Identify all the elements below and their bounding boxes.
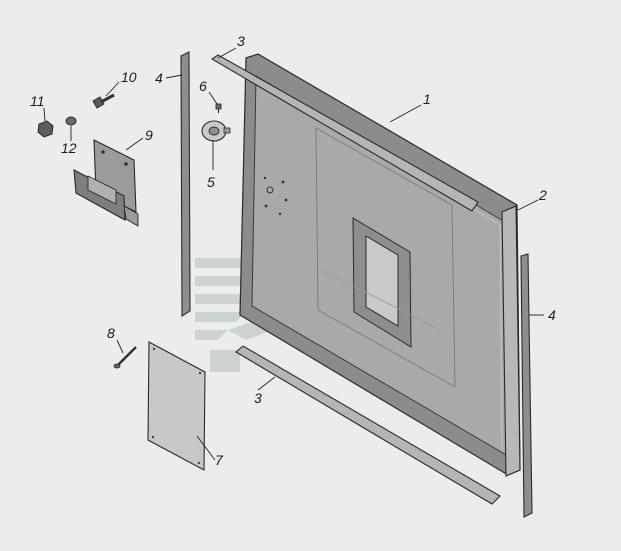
top-trim-strip [210, 54, 479, 212]
bottom-trim-strip [235, 345, 501, 505]
right-vertical-seal [520, 253, 533, 518]
panel-crease-line [321, 269, 441, 331]
small-screw [215, 103, 222, 113]
callout-12: 12 [61, 140, 77, 156]
callout-5: 5 [207, 174, 215, 190]
callout-3-bottom: 3 [254, 390, 262, 406]
callout-1: 1 [423, 91, 431, 107]
panel-inner-recess [315, 127, 456, 388]
inspection-hatch-opening [365, 235, 399, 327]
callout-2: 2 [538, 187, 547, 203]
cover-plate [147, 341, 206, 471]
callout-8: 8 [107, 325, 115, 341]
callout-3-top: 3 [237, 33, 245, 49]
mounting-holes [263, 176, 288, 216]
lock-washer [65, 116, 77, 126]
leader-lines [43, 47, 544, 461]
door-panel-assembly [239, 53, 521, 476]
hinge-pin [113, 346, 137, 369]
left-vertical-seal [180, 51, 191, 317]
latch-ring [201, 120, 231, 142]
callout-10: 10 [121, 69, 137, 85]
cover-plate-holes [151, 347, 202, 465]
mounting-bracket [73, 139, 139, 227]
bolt [92, 93, 115, 109]
callout-6: 6 [199, 78, 207, 94]
side-frame-profile [501, 205, 521, 477]
callout-9: 9 [145, 127, 153, 143]
callout-11: 11 [30, 93, 45, 109]
hex-nut [37, 120, 54, 138]
callout-7: 7 [215, 452, 224, 468]
callout-4-right: 4 [548, 307, 556, 323]
callout-4-left: 4 [155, 70, 163, 86]
